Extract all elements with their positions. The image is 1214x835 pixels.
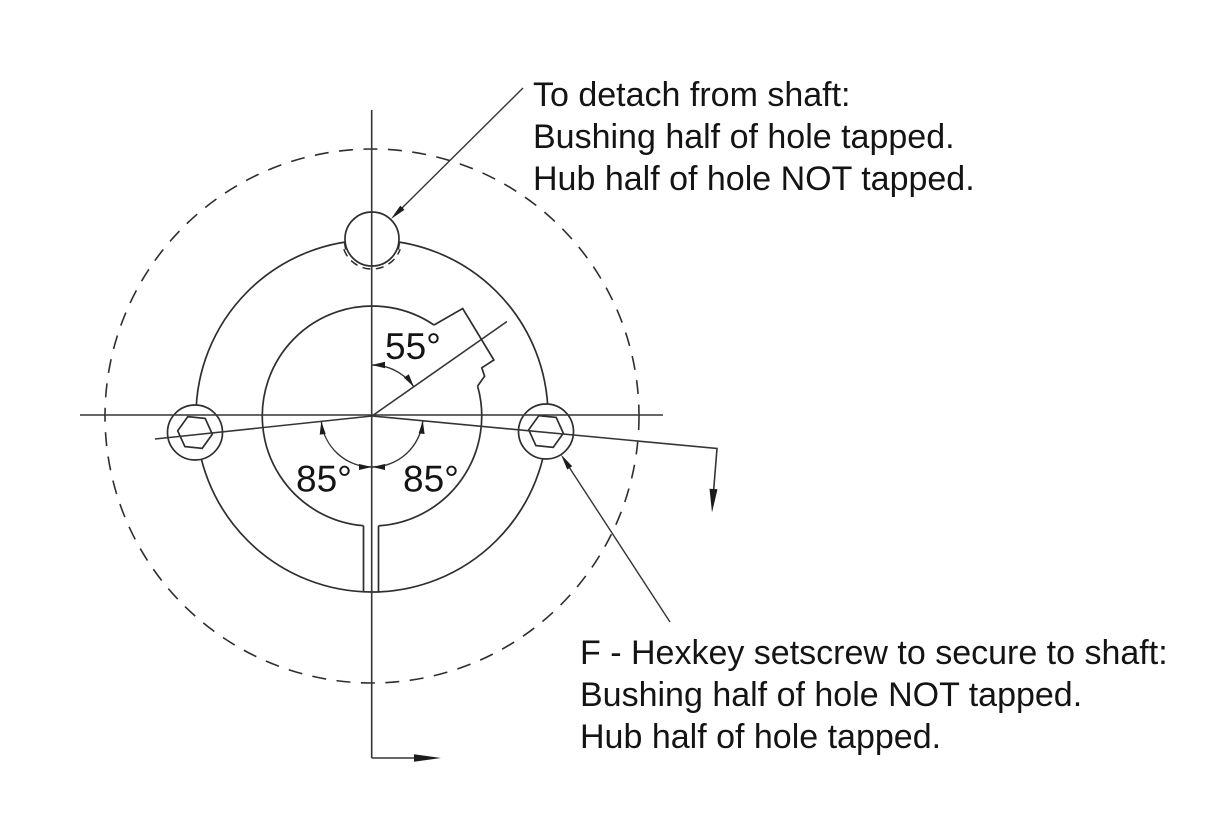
dim-85l-arrowhead-bottom-icon xyxy=(359,464,372,470)
setscrew-note-line-2: Bushing half of hole NOT tapped. xyxy=(580,676,1082,714)
dim-85l-arrowhead-top-icon xyxy=(319,421,326,435)
keyway-angle-line xyxy=(371,320,508,417)
keyway-outline xyxy=(433,307,496,387)
right-setscrew-axis-line xyxy=(371,415,718,493)
detach-hole-notch-left xyxy=(343,242,347,250)
keyway-knockout xyxy=(434,308,494,387)
right-hex-socket-icon xyxy=(527,414,565,449)
detach-note-line-2: Bushing half of hole tapped. xyxy=(533,118,955,156)
bottom-datum-arrow xyxy=(371,754,441,762)
saw-slit xyxy=(362,525,380,592)
detach-leader-line xyxy=(398,87,524,212)
right-hole-angle-label: 85° xyxy=(403,459,459,500)
detach-note-line-1: To detach from shaft: xyxy=(533,76,851,114)
detach-note-line-3: Hub half of hole NOT tapped. xyxy=(533,160,975,198)
setscrew-note-line-1: F - Hexkey setscrew to secure to shaft: xyxy=(580,634,1168,672)
setscrew-leader-line xyxy=(568,466,671,623)
detach-note-leader xyxy=(391,87,524,219)
detach-note-text: To detach from shaft: Bushing half of ho… xyxy=(533,76,975,198)
keyway-angle-dimension: 55° xyxy=(371,326,441,388)
dim-55-arrowhead-left-icon xyxy=(372,361,385,369)
right-hole-angle-dimension: 85° xyxy=(371,420,459,500)
right-setscrew-circle xyxy=(517,403,575,460)
keyway-angle-label: 55° xyxy=(385,326,441,367)
dim-85r-arrowhead-top-icon xyxy=(418,420,425,434)
setscrew-note-line-3: Hub half of hole tapped. xyxy=(580,718,941,756)
left-setscrew-axis-line xyxy=(154,415,373,440)
bottom-right-arrowhead-icon xyxy=(414,754,441,762)
setscrew-note-text: F - Hexkey setscrew to secure to shaft: … xyxy=(580,634,1168,756)
left-hex-socket-icon xyxy=(176,415,214,450)
dim-85r-arrowhead-bottom-icon xyxy=(372,464,385,470)
dim-55-arrowhead-right-icon xyxy=(403,374,414,387)
bore-circle-arc-right xyxy=(378,385,483,527)
right-setscrew-hole xyxy=(517,403,575,460)
setscrew-leader-arrowhead-icon xyxy=(561,454,573,470)
detach-hole-notch-right xyxy=(397,242,401,250)
detach-leader-arrowhead-icon xyxy=(391,205,405,219)
bore-circle-arc-left xyxy=(261,305,435,527)
left-hole-angle-label: 85° xyxy=(296,459,352,500)
setscrew-note-leader xyxy=(561,454,671,623)
right-down-arrowhead-icon xyxy=(709,488,718,513)
left-hole-angle-dimension: 85° xyxy=(296,421,373,500)
